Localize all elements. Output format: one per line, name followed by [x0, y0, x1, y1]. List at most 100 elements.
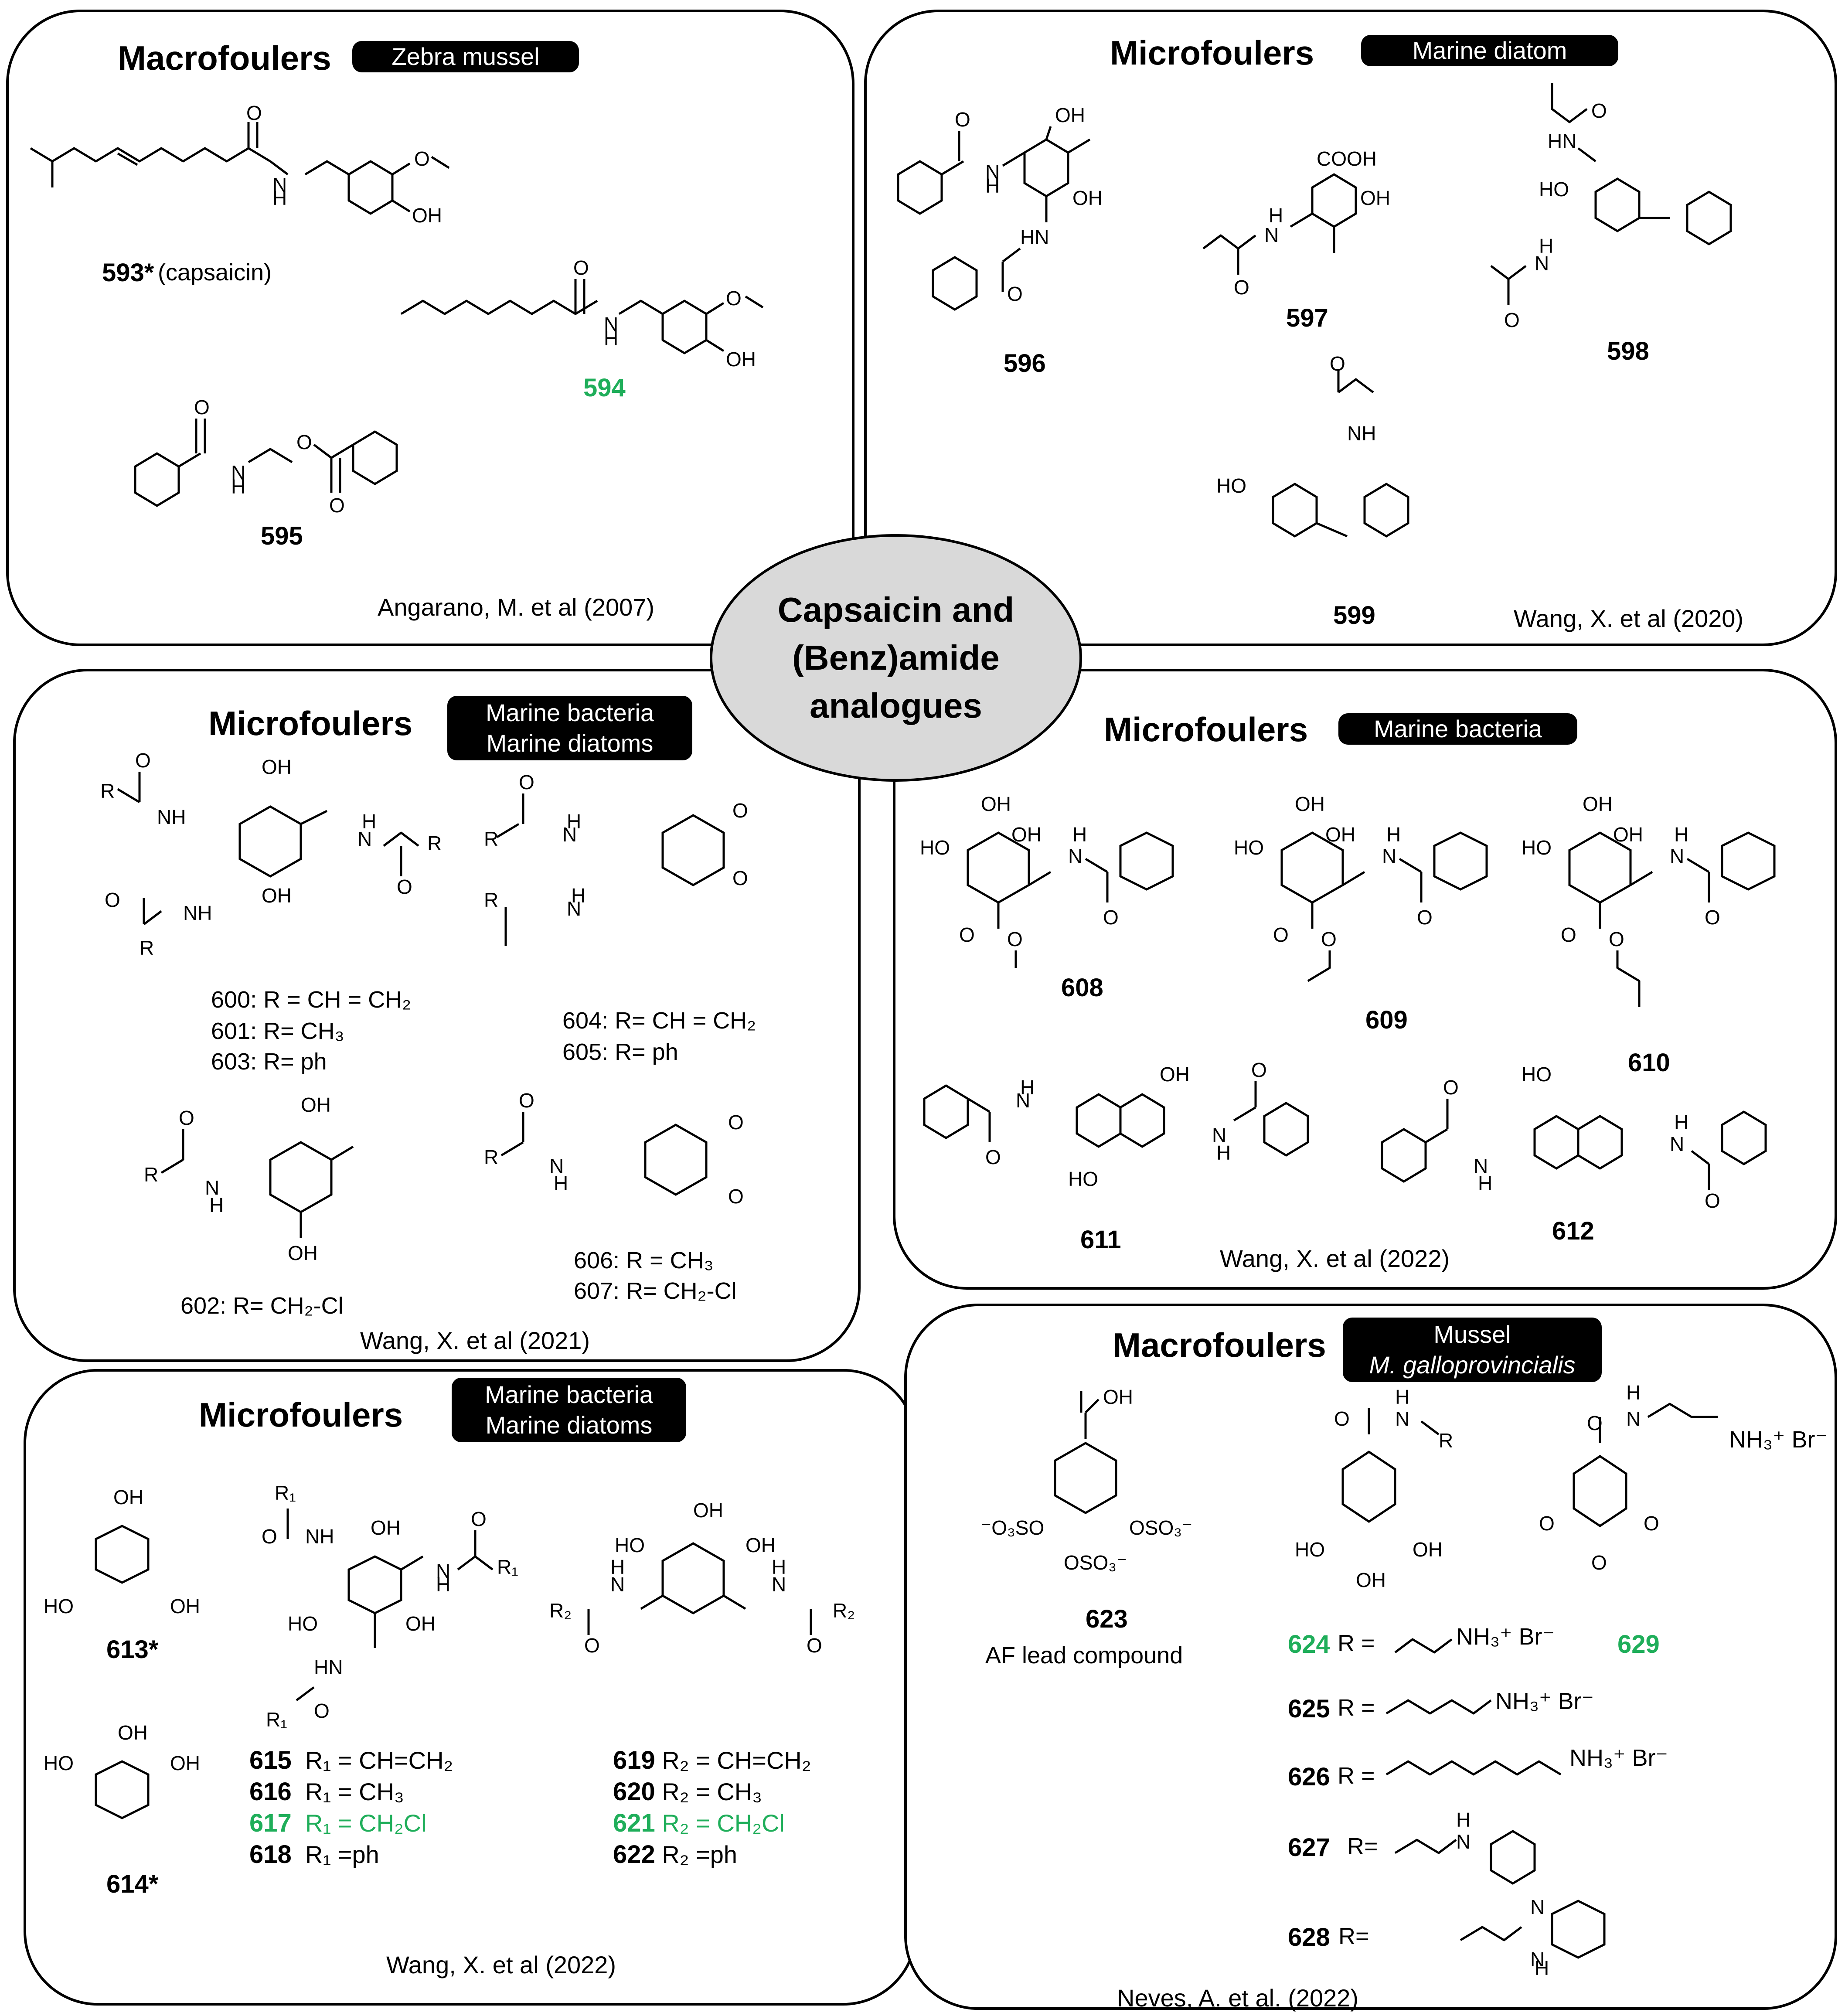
- svg-text:O: O: [1007, 283, 1023, 305]
- svg-text:R: R: [484, 1146, 498, 1168]
- svg-text:N: N: [562, 823, 577, 846]
- svg-text:H: H: [1674, 823, 1688, 846]
- label-617: 617: [249, 1809, 292, 1837]
- svg-text:N: N: [985, 160, 1000, 183]
- svg-text:N: N: [549, 1154, 564, 1177]
- svg-text:HN: HN: [314, 1656, 343, 1679]
- svg-text:O: O: [1103, 906, 1119, 929]
- label-624: 624: [1288, 1630, 1330, 1658]
- center-title-line1: Capsaicin and: [777, 590, 1014, 629]
- svg-text:OSO₃⁻: OSO₃⁻: [1064, 1551, 1127, 1574]
- label-594: 594: [583, 374, 626, 402]
- svg-text:O: O: [262, 1525, 277, 1548]
- label-608: 608: [1061, 974, 1103, 1002]
- label-627: 627: [1288, 1833, 1330, 1862]
- svg-text:R₂: R₂: [833, 1599, 855, 1622]
- svg-text:R: R: [144, 1163, 158, 1186]
- svg-text:O: O: [1330, 352, 1345, 375]
- series-r1-row-616: 616 R₁ = CH₃: [249, 1776, 453, 1808]
- svg-text:HO: HO: [288, 1612, 318, 1635]
- svg-text:O: O: [955, 108, 970, 131]
- label-593-note: (capsaicin): [158, 259, 272, 286]
- structure-595: O NH O O: [134, 396, 398, 517]
- svg-text:N: N: [1016, 1089, 1030, 1112]
- structure-599: O NH HO: [1216, 352, 1409, 538]
- svg-text:H: H: [1072, 823, 1087, 846]
- formula-619: R₂ = CH=CH₂: [662, 1747, 811, 1774]
- svg-text:OH: OH: [301, 1093, 331, 1116]
- svg-text:O: O: [1273, 923, 1289, 946]
- svg-text:NH: NH: [305, 1525, 334, 1548]
- svg-text:OH: OH: [262, 756, 292, 778]
- label-612: 612: [1552, 1217, 1594, 1245]
- label-619: 619: [613, 1746, 655, 1774]
- svg-text:H: H: [604, 327, 618, 350]
- panel-mussel-galloprovincialis: [904, 1304, 1837, 2010]
- structure-600-603: R O NH OH NH R O OH NH OR: [100, 749, 442, 959]
- svg-text:O: O: [584, 1634, 600, 1657]
- svg-text:O: O: [1334, 1407, 1350, 1430]
- panel2-tag: Marine diatom: [1361, 35, 1618, 66]
- note-607: 607: R= CH₂-Cl: [574, 1278, 737, 1304]
- svg-text:N: N: [1456, 1830, 1471, 1853]
- svg-text:N: N: [205, 1176, 219, 1199]
- svg-text:N: N: [1382, 845, 1396, 868]
- panel6-heading: Macrofoulers: [1113, 1326, 1326, 1364]
- svg-text:N: N: [772, 1573, 786, 1596]
- svg-text:N: N: [567, 897, 581, 920]
- svg-text:NH: NH: [183, 902, 212, 924]
- svg-text:R₁: R₁: [275, 1481, 296, 1504]
- svg-text:H: H: [1020, 1076, 1035, 1099]
- svg-text:NH: NH: [1347, 422, 1376, 445]
- svg-text:N: N: [1530, 1896, 1545, 1918]
- svg-text:O: O: [246, 102, 262, 124]
- svg-text:HO: HO: [44, 1595, 74, 1618]
- svg-text:H: H: [209, 1194, 224, 1216]
- chain-626-nh3br: NH₃⁺ Br⁻: [1569, 1745, 1668, 1771]
- label-629: 629: [1617, 1630, 1660, 1658]
- svg-text:O: O: [314, 1699, 330, 1722]
- svg-text:HO: HO: [1522, 1063, 1552, 1086]
- panel1-heading: Macrofoulers: [118, 39, 331, 77]
- svg-text:O: O: [732, 799, 748, 822]
- svg-text:HO: HO: [1216, 474, 1246, 497]
- svg-text:O: O: [519, 1089, 534, 1112]
- panel3-tag-line2: Marine diatoms: [486, 729, 654, 757]
- panel5-tag-line2: Marine diatoms: [485, 1411, 653, 1439]
- structure-597: COOH OH NH O: [1202, 147, 1390, 299]
- svg-text:OH: OH: [726, 348, 756, 371]
- structure-596: O NH OH OH HN O: [897, 104, 1103, 311]
- r-eq-625: R =: [1338, 1695, 1375, 1721]
- label-622: 622: [613, 1840, 655, 1869]
- structure-593: NH O OH O: [30, 102, 450, 227]
- note-604: 604: R= CH = CH₂: [562, 1008, 756, 1034]
- r-eq-628: R=: [1338, 1923, 1369, 1949]
- svg-text:H: H: [1216, 1141, 1231, 1164]
- svg-text:N: N: [1212, 1124, 1226, 1147]
- label-625: 625: [1288, 1695, 1330, 1723]
- svg-text:H: H: [1386, 823, 1401, 846]
- svg-text:O: O: [1591, 1551, 1607, 1574]
- note-600: 600: R = CH = CH₂: [211, 987, 412, 1013]
- svg-text:OH: OH: [371, 1516, 401, 1539]
- structure-604-605: R O NH OO R NH: [484, 771, 748, 946]
- svg-text:O: O: [985, 1146, 1001, 1168]
- svg-text:N: N: [1670, 1133, 1684, 1155]
- svg-text:HO: HO: [1295, 1538, 1325, 1561]
- formula-616: R₁ = CH₃: [305, 1778, 404, 1805]
- panel1-tag: Zebra mussel: [352, 41, 579, 72]
- svg-text:N: N: [1068, 845, 1082, 868]
- label-618: 618: [249, 1840, 292, 1869]
- svg-text:H: H: [1674, 1111, 1688, 1134]
- svg-text:OH: OH: [693, 1499, 723, 1522]
- panel-bacteria-diatoms-2021: [13, 669, 861, 1362]
- svg-text:N: N: [1395, 1407, 1409, 1430]
- svg-text:H: H: [436, 1573, 450, 1596]
- svg-text:N: N: [1264, 224, 1279, 246]
- svg-text:HO: HO: [1234, 836, 1264, 859]
- svg-text:O: O: [1587, 1412, 1603, 1434]
- svg-text:OH: OH: [113, 1486, 143, 1509]
- svg-text:HO: HO: [1068, 1168, 1098, 1190]
